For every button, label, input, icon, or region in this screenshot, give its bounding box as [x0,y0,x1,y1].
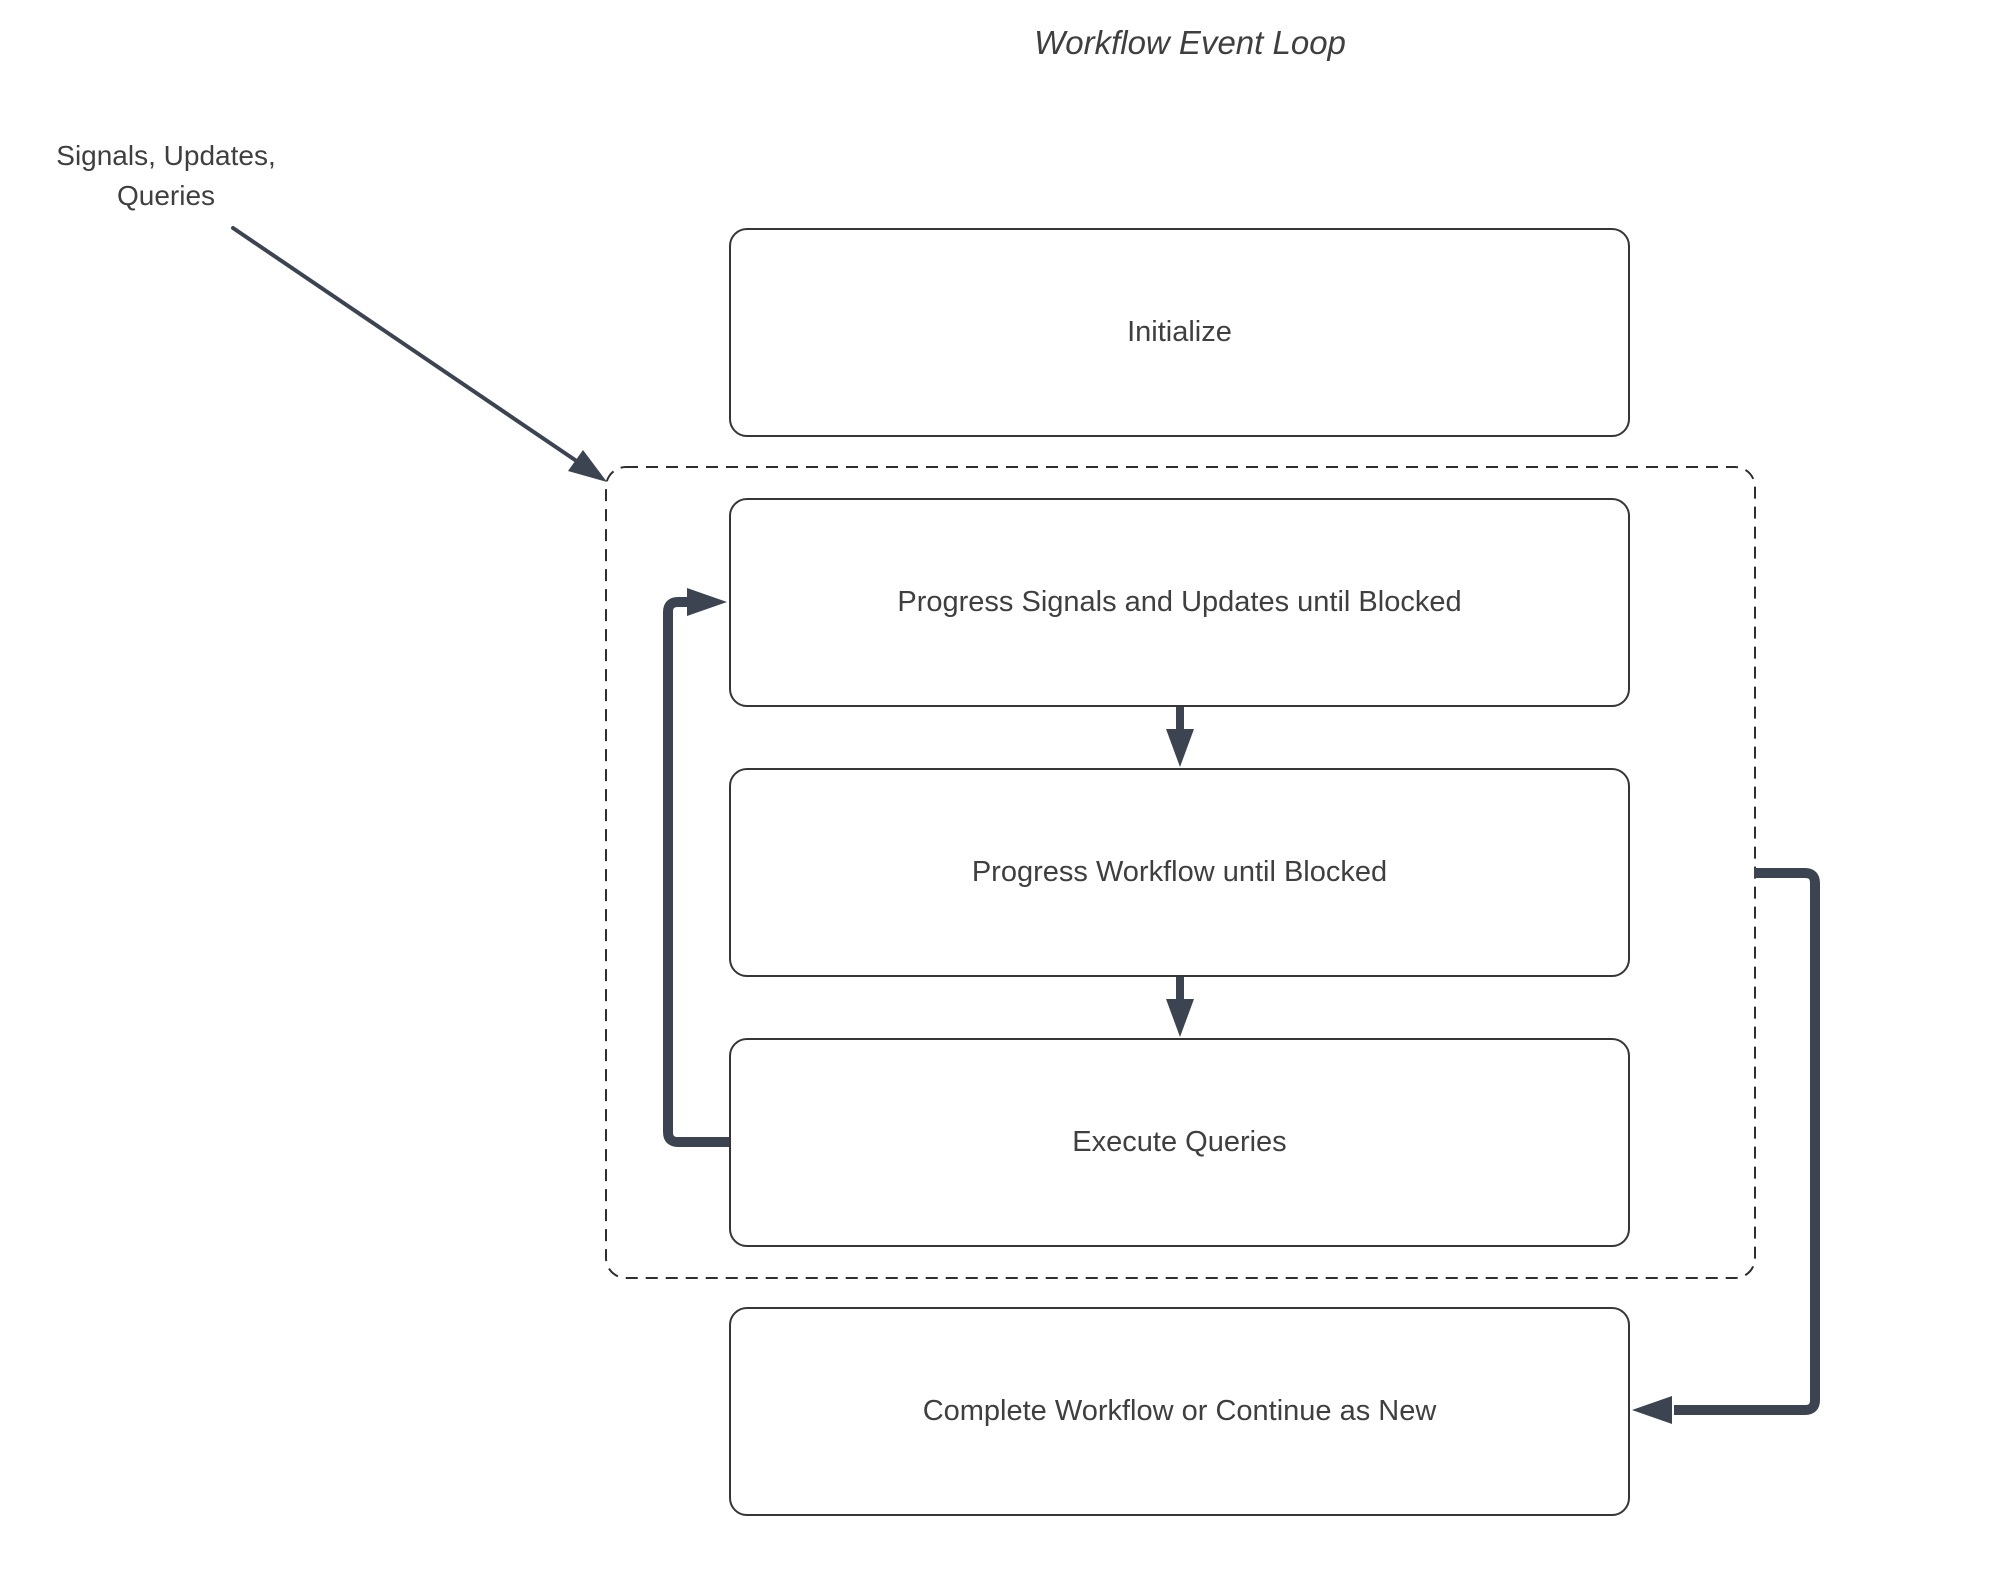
loop-back-arrow [663,588,731,1147]
node-complete-workflow-label: Complete Workflow or Continue as New [922,1395,1437,1427]
continue-arrow [1632,868,1820,1424]
node-execute-queries-label: Execute Queries [1072,1126,1287,1158]
node-progress-signals-updates-label: Progress Signals and Updates until Block… [897,586,1462,618]
external-input-label: Signals, Updates, Queries [36,136,296,216]
diagram-title: Workflow Event Loop [1034,24,1346,61]
node-complete-workflow: Complete Workflow or Continue as New [729,1307,1630,1516]
node-initialize: Initialize [729,228,1630,437]
external-input-label-line1: Signals, Updates, [56,140,276,171]
external-input-label-line2: Queries [116,180,216,211]
down-arrow-signals-to-workflow [1166,706,1194,767]
node-execute-queries: Execute Queries [729,1038,1630,1247]
node-progress-workflow: Progress Workflow until Blocked [729,768,1630,977]
node-progress-signals-updates: Progress Signals and Updates until Block… [729,498,1630,707]
signals-input-arrow [231,226,607,482]
down-arrow-workflow-to-queries [1166,976,1194,1037]
node-progress-workflow-label: Progress Workflow until Blocked [971,856,1388,888]
node-initialize-label: Initialize [1127,316,1232,348]
